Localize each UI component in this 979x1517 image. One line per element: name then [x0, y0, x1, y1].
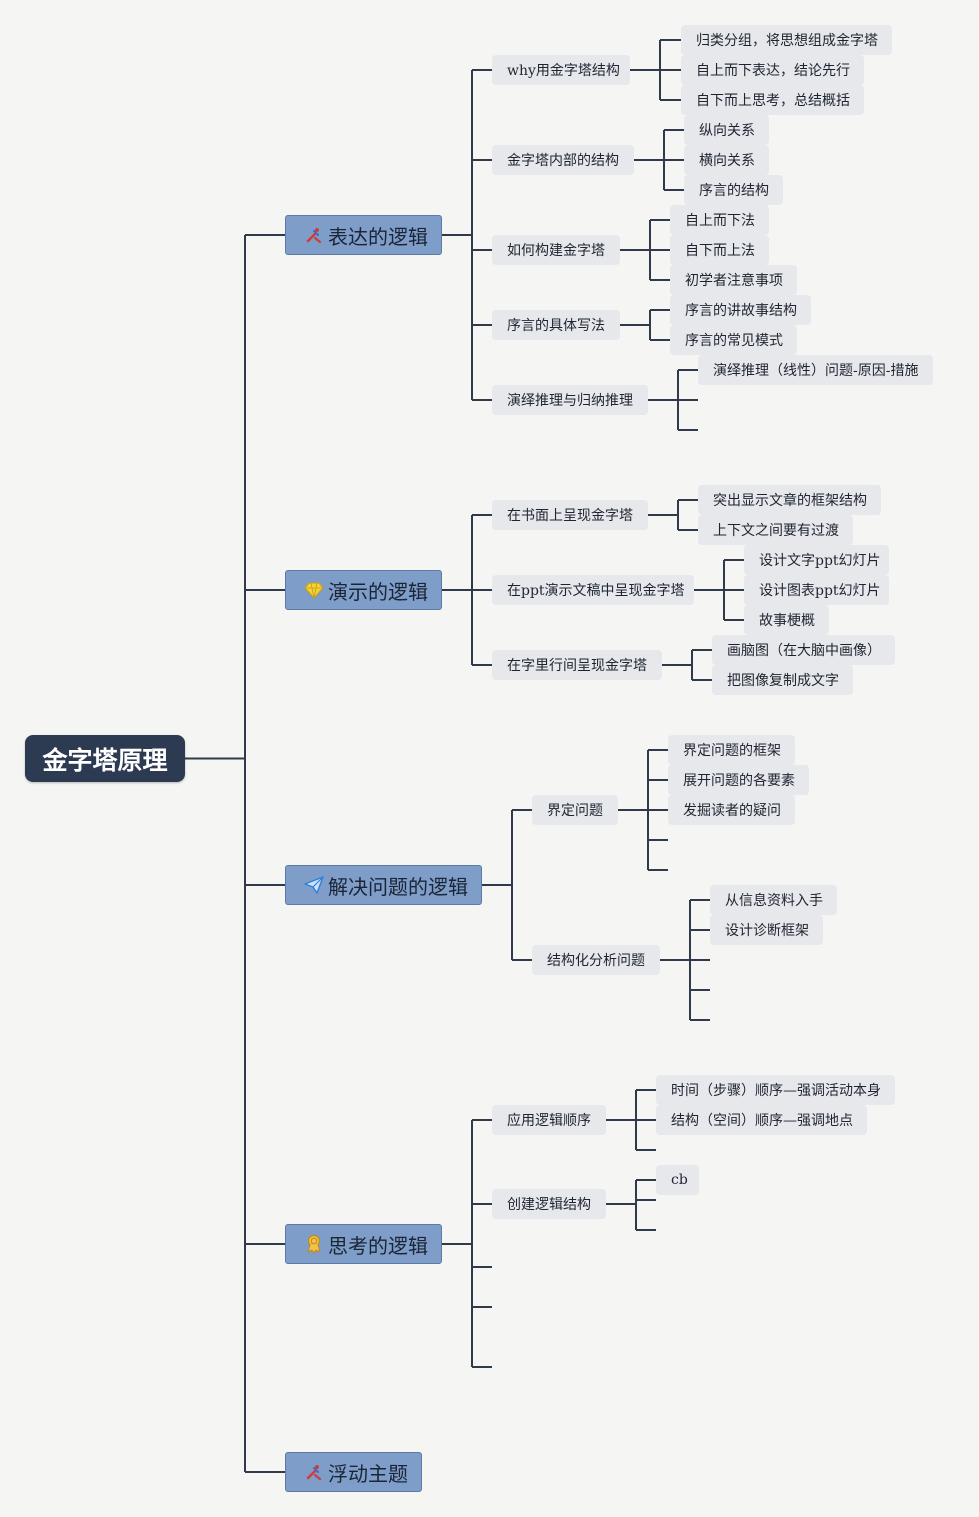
- main-topic-3-label: 解决问题的逻辑: [328, 874, 468, 899]
- leaf-1-2-1-label: 纵向关系: [699, 123, 755, 139]
- leaf-3-2-1-label: 从信息资料入手: [725, 893, 823, 909]
- diamond-icon: [304, 580, 324, 600]
- subtopic-2-3-label: 在字里行间呈现金字塔: [507, 658, 647, 674]
- leaf-2-3-2[interactable]: 把图像复制成文字: [712, 665, 853, 695]
- leaf-1-5-1[interactable]: 演绎推理（线性）问题-原因-措施: [698, 355, 933, 385]
- main-topic-2-label: 演示的逻辑: [328, 579, 428, 604]
- subtopic-2-2[interactable]: 在ppt演示文稿中呈现金字塔: [492, 575, 694, 605]
- leaf-3-1-2[interactable]: 展开问题的各要素: [668, 765, 809, 795]
- leaf-3-2-2-label: 设计诊断框架: [725, 923, 809, 939]
- leaf-4-1-2-label: 结构（空间）顺序—强调地点: [671, 1113, 853, 1129]
- leaf-1-1-1-label: 归类分组，将思想组成金字塔: [696, 33, 878, 49]
- leaf-1-1-2[interactable]: 自上而下表达，结论先行: [681, 55, 864, 85]
- leaf-1-4-2-label: 序言的常见模式: [685, 333, 783, 349]
- leaf-2-1-2[interactable]: 上下文之间要有过渡: [698, 515, 853, 545]
- main-topic-5-label: 浮动主题: [328, 1461, 408, 1486]
- leaf-2-2-1[interactable]: 设计文字ppt幻灯片: [744, 545, 889, 575]
- subtopic-1-1-label: why用金字塔结构: [507, 63, 620, 79]
- leaf-2-2-3-label: 故事梗概: [759, 613, 815, 629]
- leaf-1-2-3[interactable]: 序言的结构: [684, 175, 783, 205]
- subtopic-2-1[interactable]: 在书面上呈现金字塔: [492, 500, 648, 530]
- leaf-2-1-2-label: 上下文之间要有过渡: [713, 523, 839, 539]
- leaf-4-2-1-label: cb: [671, 1172, 688, 1188]
- leaf-1-1-3[interactable]: 自下而上思考，总结概括: [681, 85, 864, 115]
- leaf-1-3-1-label: 自上而下法: [685, 213, 755, 229]
- leaf-2-2-2[interactable]: 设计图表ppt幻灯片: [744, 575, 889, 605]
- leaf-2-3-1[interactable]: 画脑图（在大脑中画像）: [712, 635, 895, 665]
- subtopic-1-4[interactable]: 序言的具体写法: [492, 310, 620, 340]
- leaf-1-3-2-label: 自下而上法: [685, 243, 755, 259]
- leaf-1-1-1[interactable]: 归类分组，将思想组成金字塔: [681, 25, 892, 55]
- subtopic-2-2-label: 在ppt演示文稿中呈现金字塔: [507, 583, 685, 599]
- leaf-1-2-1[interactable]: 纵向关系: [684, 115, 769, 145]
- award-icon: [304, 1234, 324, 1254]
- subtopic-4-1[interactable]: 应用逻辑顺序: [492, 1105, 606, 1135]
- leaf-1-4-1[interactable]: 序言的讲故事结构: [670, 295, 811, 325]
- leaf-4-1-1-label: 时间（步骤）顺序—强调活动本身: [671, 1083, 881, 1099]
- main-topic-4-label: 思考的逻辑: [328, 1233, 428, 1258]
- main-topic-2[interactable]: 演示的逻辑: [285, 570, 442, 610]
- leaf-4-1-2[interactable]: 结构（空间）顺序—强调地点: [656, 1105, 867, 1135]
- subtopic-4-2[interactable]: 创建逻辑结构: [492, 1189, 606, 1219]
- subtopic-3-2[interactable]: 结构化分析问题: [532, 945, 660, 975]
- leaf-3-1-2-label: 展开问题的各要素: [683, 773, 795, 789]
- leaf-2-2-1-label: 设计文字ppt幻灯片: [759, 553, 881, 569]
- root-topic-label: 金字塔原理: [42, 745, 168, 775]
- subtopic-1-3[interactable]: 如何构建金字塔: [492, 235, 620, 265]
- leaf-1-4-2[interactable]: 序言的常见模式: [670, 325, 797, 355]
- subtopic-1-2-label: 金字塔内部的结构: [507, 153, 619, 169]
- leaf-1-5-1-label: 演绎推理（线性）问题-原因-措施: [713, 363, 919, 379]
- leaf-1-2-2-label: 横向关系: [699, 153, 755, 169]
- subtopic-2-3[interactable]: 在字里行间呈现金字塔: [492, 650, 662, 680]
- paper-plane-icon: [304, 875, 324, 895]
- leaf-1-4-1-label: 序言的讲故事结构: [685, 303, 797, 319]
- leaf-4-1-1[interactable]: 时间（步骤）顺序—强调活动本身: [656, 1075, 895, 1105]
- leaf-1-3-1[interactable]: 自上而下法: [670, 205, 769, 235]
- leaf-1-1-3-label: 自下而上思考，总结概括: [696, 93, 850, 109]
- tools-icon: [304, 1462, 324, 1482]
- leaf-2-3-1-label: 画脑图（在大脑中画像）: [727, 643, 881, 659]
- subtopic-4-1-label: 应用逻辑顺序: [507, 1113, 591, 1129]
- leaf-1-1-2-label: 自上而下表达，结论先行: [696, 63, 850, 79]
- main-topic-3[interactable]: 解决问题的逻辑: [285, 865, 482, 905]
- subtopic-2-1-label: 在书面上呈现金字塔: [507, 508, 633, 524]
- leaf-3-2-2[interactable]: 设计诊断框架: [710, 915, 823, 945]
- subtopic-3-1-label: 界定问题: [547, 803, 603, 819]
- leaf-2-1-1[interactable]: 突出显示文章的框架结构: [698, 485, 881, 515]
- leaf-1-2-2[interactable]: 横向关系: [684, 145, 769, 175]
- subtopic-1-3-label: 如何构建金字塔: [507, 243, 605, 259]
- main-topic-1-label: 表达的逻辑: [328, 224, 428, 249]
- leaf-2-3-2-label: 把图像复制成文字: [727, 673, 839, 689]
- leaf-3-1-1-label: 界定问题的框架: [683, 743, 781, 759]
- leaf-1-2-3-label: 序言的结构: [699, 183, 769, 199]
- main-topic-4[interactable]: 思考的逻辑: [285, 1224, 442, 1264]
- subtopic-1-5-label: 演绎推理与归纳推理: [507, 393, 633, 409]
- leaf-1-3-3-label: 初学者注意事项: [685, 273, 783, 289]
- subtopic-3-1[interactable]: 界定问题: [532, 795, 618, 825]
- leaf-1-3-3[interactable]: 初学者注意事项: [670, 265, 797, 295]
- subtopic-1-2[interactable]: 金字塔内部的结构: [492, 145, 634, 175]
- leaf-3-2-1[interactable]: 从信息资料入手: [710, 885, 837, 915]
- subtopic-1-4-label: 序言的具体写法: [507, 318, 605, 334]
- leaf-3-1-3[interactable]: 发掘读者的疑问: [668, 795, 795, 825]
- subtopic-1-5[interactable]: 演绎推理与归纳推理: [492, 385, 648, 415]
- subtopic-1-1[interactable]: why用金字塔结构: [492, 55, 630, 85]
- root-topic[interactable]: 金字塔原理: [25, 735, 185, 782]
- leaf-2-1-1-label: 突出显示文章的框架结构: [713, 493, 867, 509]
- main-topic-5[interactable]: 浮动主题: [285, 1452, 422, 1492]
- leaf-3-1-1[interactable]: 界定问题的框架: [668, 735, 795, 765]
- leaf-1-3-2[interactable]: 自下而上法: [670, 235, 769, 265]
- leaf-2-2-2-label: 设计图表ppt幻灯片: [759, 583, 881, 599]
- tools-icon: [304, 225, 324, 245]
- leaf-3-1-3-label: 发掘读者的疑问: [683, 803, 781, 819]
- leaf-2-2-3[interactable]: 故事梗概: [744, 605, 829, 635]
- leaf-4-2-1[interactable]: cb: [656, 1165, 699, 1195]
- main-topic-1[interactable]: 表达的逻辑: [285, 215, 442, 255]
- subtopic-4-2-label: 创建逻辑结构: [507, 1197, 591, 1213]
- subtopic-3-2-label: 结构化分析问题: [547, 953, 645, 969]
